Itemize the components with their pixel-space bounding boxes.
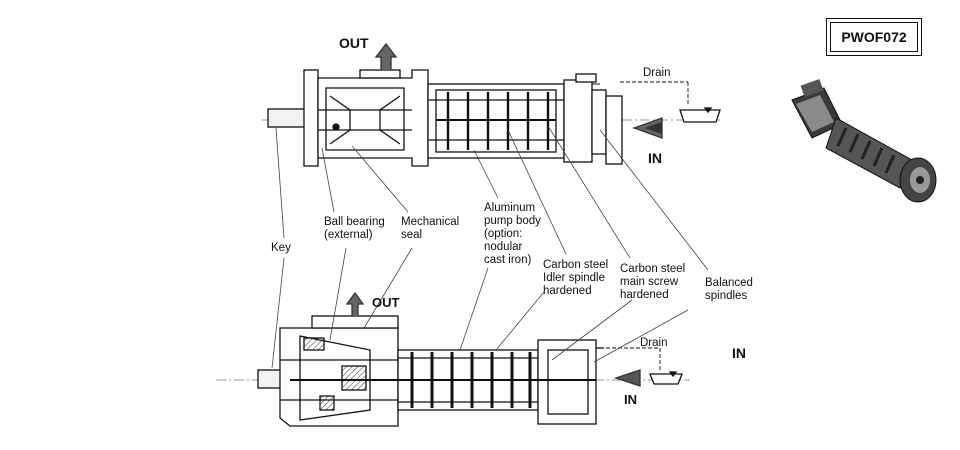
drain-label-top: Drain [643, 67, 671, 79]
callout-main-screw-line-1: Carbon steel [620, 263, 686, 275]
callout-pump-body: Aluminum pump body (option: nodular cast… [484, 202, 541, 267]
callout-idler-spindle-line-3: hardened [543, 285, 592, 297]
out-label-bottom: OUT [372, 295, 400, 310]
callout-main-screw-line-3: hardened [620, 289, 669, 301]
callout-pump-body-line-3: (option: [484, 228, 523, 240]
callout-mechanical-seal-line-2: seal [401, 229, 423, 241]
bottom-pump-view [216, 291, 690, 427]
in-label-bottom: IN [624, 392, 637, 407]
callout-balanced-spindles-line-2: spindles [705, 290, 748, 302]
model-code-badge: PWOF072 [826, 18, 922, 56]
callout-pump-body-line-4: nodular [484, 241, 523, 253]
in-label-side: IN [732, 345, 746, 361]
in-label-top: IN [648, 150, 662, 166]
callout-balanced-spindles: Balanced spindles [705, 277, 753, 303]
callout-pump-body-line-1: Aluminum [484, 202, 536, 214]
callout-mechanical-seal-line-1: Mechanical [401, 216, 460, 228]
callout-leader-lines [271, 125, 709, 369]
drain-label-bottom: Drain [640, 337, 668, 349]
callout-balanced-spindles-line-1: Balanced [705, 277, 753, 289]
callout-main-screw-line-2: main screw [620, 276, 679, 288]
pump-product-illustration [791, 78, 937, 203]
model-code: PWOF072 [830, 22, 918, 52]
callout-mechanical-seal: Mechanical seal [401, 216, 459, 242]
callout-main-screw: Carbon steel main screw hardened [620, 263, 685, 302]
top-pump-view [262, 42, 721, 167]
callout-idler-spindle: Carbon steel Idler spindle hardened [543, 259, 608, 298]
callout-ball-bearing: Ball bearing (external) [324, 216, 385, 242]
callout-ball-bearing-line-1: Ball bearing [324, 216, 385, 228]
callout-ball-bearing-line-2: (external) [324, 229, 373, 241]
callout-idler-spindle-line-1: Carbon steel [543, 259, 609, 271]
out-label-top: OUT [339, 35, 369, 51]
callout-pump-body-line-5: cast iron) [484, 254, 532, 266]
callout-idler-spindle-line-2: Idler spindle [543, 272, 606, 284]
callout-key: Key [271, 242, 291, 254]
callout-pump-body-line-2: pump body [484, 215, 541, 227]
